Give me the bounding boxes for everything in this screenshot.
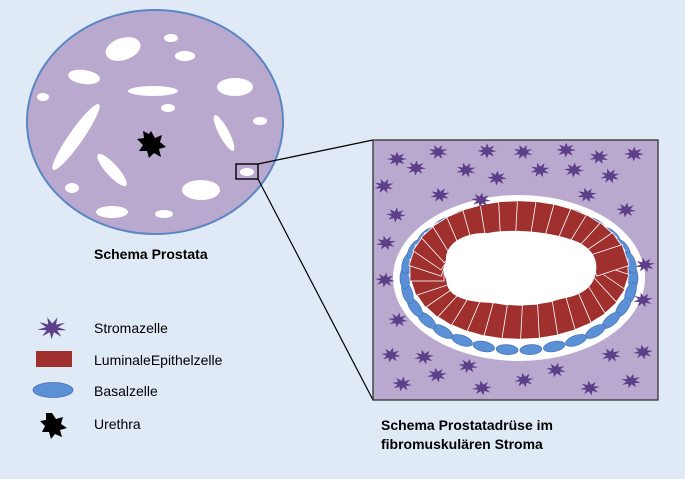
gland-caption-line2: fibromuskulären Stroma: [381, 436, 543, 452]
gland-lumen: [161, 104, 175, 112]
basal-cell-icon: [32, 382, 74, 398]
stromal-cell-icon: [37, 317, 67, 340]
gland-schema: [372, 139, 659, 401]
basal-cell: [495, 344, 519, 355]
stromal-cell: [386, 207, 406, 223]
legend-icons: [32, 317, 74, 439]
luminal-cell-icon: [36, 351, 72, 367]
stromal-cell: [513, 145, 533, 159]
stromal-cell: [406, 160, 426, 176]
prostate-schema: [26, 9, 284, 235]
gland-lumen: [68, 69, 100, 85]
gland-lumen: [253, 117, 267, 125]
stromal-cell: [430, 187, 450, 203]
zoom-selection-box: [235, 163, 259, 180]
stromal-cell: [427, 367, 447, 383]
stromal-cell: [375, 272, 395, 288]
stromal-cell: [388, 312, 408, 328]
stromal-cell: [580, 380, 600, 396]
stromal-cell: [387, 151, 407, 167]
stromal-cell: [577, 187, 597, 203]
stromal-cell: [621, 373, 641, 389]
gland-lumen: [213, 115, 235, 151]
stromal-cell: [374, 178, 394, 194]
stromal-cell: [633, 292, 653, 308]
stromal-cell: [456, 162, 476, 178]
stromal-cell: [556, 142, 576, 158]
gland-caption-line1: Schema Prostatadrüse im: [381, 417, 553, 433]
stromal-cell: [477, 143, 497, 159]
stromal-cell: [589, 150, 609, 164]
basal-cell: [543, 340, 566, 353]
stromal-cell: [600, 168, 620, 184]
legend-label-basal: Basalzelle: [94, 383, 158, 399]
gland-lumen: [182, 180, 220, 200]
zoom-connector-line: [257, 178, 374, 401]
gland-lumen: [52, 103, 100, 171]
stromal-cell: [514, 372, 534, 388]
stromal-cell: [616, 202, 636, 218]
gland-lumen: [96, 206, 128, 218]
gland-lumen: [105, 37, 141, 61]
stromal-cell: [624, 146, 644, 162]
basal-cell: [472, 340, 495, 353]
urethra-icon: [40, 413, 67, 439]
stromal-cell: [458, 358, 478, 374]
gland-lumen: [164, 34, 178, 42]
stromal-cell: [428, 145, 448, 159]
legend-label-stromazelle: Stromazelle: [94, 320, 168, 336]
gland-lumen: [37, 93, 49, 101]
gland-lumen: [445, 230, 597, 303]
gland-lumen: [65, 183, 79, 193]
stromal-cell: [487, 170, 507, 186]
legend-label-luminal: LuminaleEpithelzelle: [94, 352, 223, 368]
urethra-icon: [137, 131, 166, 158]
stromal-cell: [546, 362, 566, 378]
stromal-cell: [564, 162, 584, 178]
prostate-outline: [26, 9, 284, 235]
stromal-cell: [381, 347, 401, 363]
basal-cell: [565, 334, 587, 347]
prostate-caption: Schema Prostata: [94, 246, 208, 262]
gland-lumen: [128, 86, 178, 96]
gland-lumen: [175, 51, 195, 61]
stromal-cell: [471, 192, 491, 208]
stromal-cell: [633, 344, 653, 360]
legend-label-urethra: Urethra: [94, 416, 141, 432]
stromal-cells: [374, 142, 655, 396]
stromal-cell: [635, 257, 655, 273]
zoom-connector-line: [257, 139, 374, 165]
basal-cell: [519, 344, 543, 355]
stromal-cell: [472, 380, 492, 396]
stromal-cell: [376, 235, 396, 251]
gland-lumen: [217, 78, 253, 96]
stromal-cell: [414, 349, 434, 365]
gland-lumen: [240, 168, 254, 176]
prostate-gland-lumens: [37, 34, 267, 218]
gland-lumen: [97, 153, 127, 187]
stromal-cell: [601, 347, 621, 363]
stromal-cell: [530, 162, 550, 178]
stromal-cell: [392, 376, 412, 392]
gland-lumen: [155, 210, 173, 218]
